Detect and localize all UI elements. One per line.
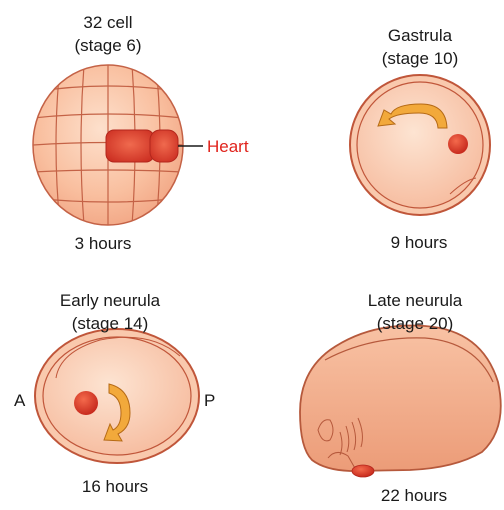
early-neurula-stage: (stage 14) — [45, 313, 175, 334]
early-neurula-embryo — [35, 329, 199, 463]
early-neurula-title: Early neurula — [35, 290, 185, 311]
gastrula-time: 9 hours — [364, 232, 474, 253]
late-neurula-stage: (stage 20) — [350, 313, 480, 334]
early-neurula-time: 16 hours — [60, 476, 170, 497]
anterior-label: A — [14, 390, 25, 411]
heart-label: Heart — [207, 136, 249, 157]
heart-cell — [150, 130, 178, 162]
posterior-label: P — [204, 390, 215, 411]
gastrula-embryo — [350, 75, 490, 215]
heart-field-dot — [448, 134, 468, 154]
late-neurula-embryo — [300, 326, 501, 478]
cell32-embryo — [33, 65, 183, 225]
late-neurula-time: 22 hours — [359, 485, 469, 506]
cell32-time: 3 hours — [48, 233, 158, 254]
gastrula-title: Gastrula — [370, 25, 470, 46]
heart-cell — [106, 130, 154, 162]
heart-field-dot — [352, 465, 374, 477]
cell32-title: 32 cell — [58, 12, 158, 33]
heart-field-dot — [74, 391, 98, 415]
gastrula-stage: (stage 10) — [360, 48, 480, 69]
late-neurula-title: Late neurula — [340, 290, 490, 311]
cell32-stage: (stage 6) — [58, 35, 158, 56]
